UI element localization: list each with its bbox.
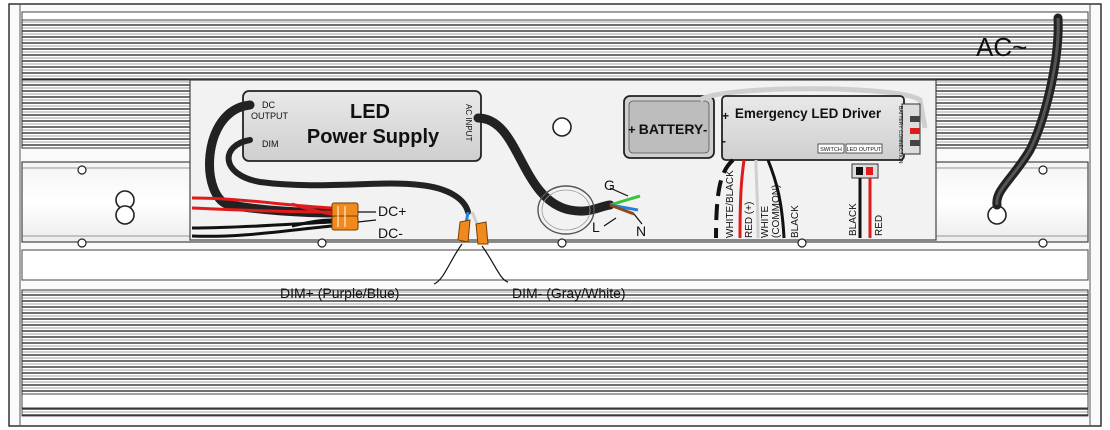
wire-label-out-red: RED xyxy=(874,215,885,236)
wire-label-white-black: WHITE/BLACK xyxy=(725,170,736,238)
driver-plus: + xyxy=(722,109,729,123)
battery-cable xyxy=(698,86,928,129)
wire-label-out-black: BLACK xyxy=(848,203,859,236)
leader-lines xyxy=(357,187,643,285)
dim-wire-nuts xyxy=(457,211,489,245)
switch-label: SWITCH xyxy=(820,147,842,153)
dim-port-label: DIM xyxy=(262,139,279,149)
screws xyxy=(77,165,1048,248)
psu-title-1: LED xyxy=(350,101,390,123)
dc-minus-label: DC- xyxy=(378,225,403,241)
battery-minus: - xyxy=(703,122,707,137)
dc-connectors xyxy=(331,202,359,231)
battery: + BATTERY - xyxy=(623,95,715,159)
dim-minus-label: DIM- (Gray/White) xyxy=(512,285,626,301)
heatsink-top xyxy=(21,11,1089,149)
dc-cables xyxy=(191,100,471,238)
driver-wires xyxy=(714,158,786,239)
dc-plus-label: DC+ xyxy=(378,203,406,219)
led-power-supply: DC OUTPUT DIM LED Power Supply AC INPUT xyxy=(242,90,482,162)
ac-label: AC~ xyxy=(976,32,1027,62)
battery-connection-label: BATTERY CONNECTION xyxy=(897,106,903,164)
ac-cord xyxy=(992,13,1063,210)
ground-label: G xyxy=(604,177,615,193)
line-label: L xyxy=(592,219,600,235)
neutral-label: N xyxy=(636,223,646,239)
dc-output-label-2: OUTPUT xyxy=(251,111,289,121)
ac-input-label: AC INPUT xyxy=(464,104,473,141)
psu-title-2: Power Supply xyxy=(307,126,440,148)
battery-label: BATTERY xyxy=(639,121,704,137)
wire-label-black: BLACK xyxy=(790,205,801,238)
driver-title: Emergency LED Driver xyxy=(735,106,882,121)
dim-plus-label: DIM+ (Purple/Blue) xyxy=(280,285,399,301)
heatsink-bottom xyxy=(21,249,1089,417)
wire-label-red-plus: RED (+) xyxy=(744,202,755,238)
wire-label-white-common-2: (COMMON) xyxy=(771,185,782,238)
ac-input-cable xyxy=(473,113,641,235)
emergency-led-driver: + - Emergency LED Driver SWITCH LED OUTP… xyxy=(721,95,921,164)
battery-plus: + xyxy=(628,122,636,137)
dc-output-label-1: DC xyxy=(262,100,275,110)
led-output-label: LED OUTPUT xyxy=(847,147,882,153)
rail-holes xyxy=(115,117,1007,225)
driver-minus: - xyxy=(722,134,726,148)
led-output-connector xyxy=(851,163,879,238)
wire-label-white-common-1: WHITE xyxy=(760,205,771,238)
